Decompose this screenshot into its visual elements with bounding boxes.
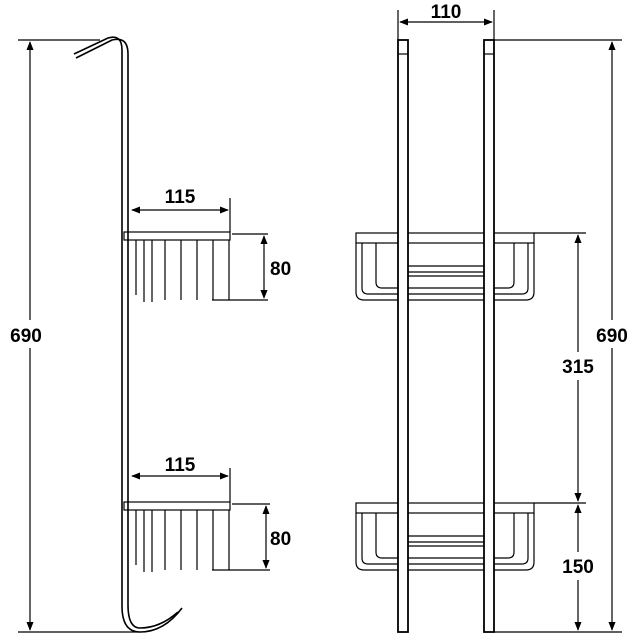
lower-shelf-front [355, 502, 535, 571]
side-frame-bar [75, 38, 179, 629]
rail-spacing-label: 110 [431, 2, 462, 23]
front-height-dimension: 690 [494, 39, 628, 633]
upper-width-label: 115 [165, 187, 196, 208]
upper-depth-dimension: 80 [212, 233, 291, 301]
lower-depth-dimension: 80 [212, 503, 291, 571]
front-height-label: 690 [596, 326, 628, 347]
lower-basket-side [123, 501, 231, 572]
lower-width-label: 115 [165, 455, 196, 476]
front-view: 110 690 315 150 [355, 2, 628, 633]
right-rail [483, 39, 495, 633]
upper-basket-side [123, 231, 231, 302]
side-height-label: 690 [10, 326, 42, 347]
side-view: 690 115 80 115 80 [10, 36, 291, 633]
shelf-spacing-dimension: 315 [534, 232, 594, 504]
upper-shelf-front [355, 232, 535, 301]
side-height-dimension: 690 [10, 39, 140, 633]
bottom-shelf-dimension: 150 [562, 504, 594, 631]
lower-width-dimension: 115 [131, 455, 231, 502]
left-rail [397, 39, 409, 633]
rail-spacing-dimension: 110 [397, 2, 495, 40]
side-frame-bar-inner [73, 36, 183, 633]
upper-width-dimension: 115 [131, 187, 231, 232]
upper-depth-label: 80 [270, 259, 291, 280]
lower-depth-label: 80 [270, 529, 291, 550]
shelf-spacing-label: 315 [562, 357, 594, 378]
bottom-shelf-label: 150 [562, 557, 594, 578]
